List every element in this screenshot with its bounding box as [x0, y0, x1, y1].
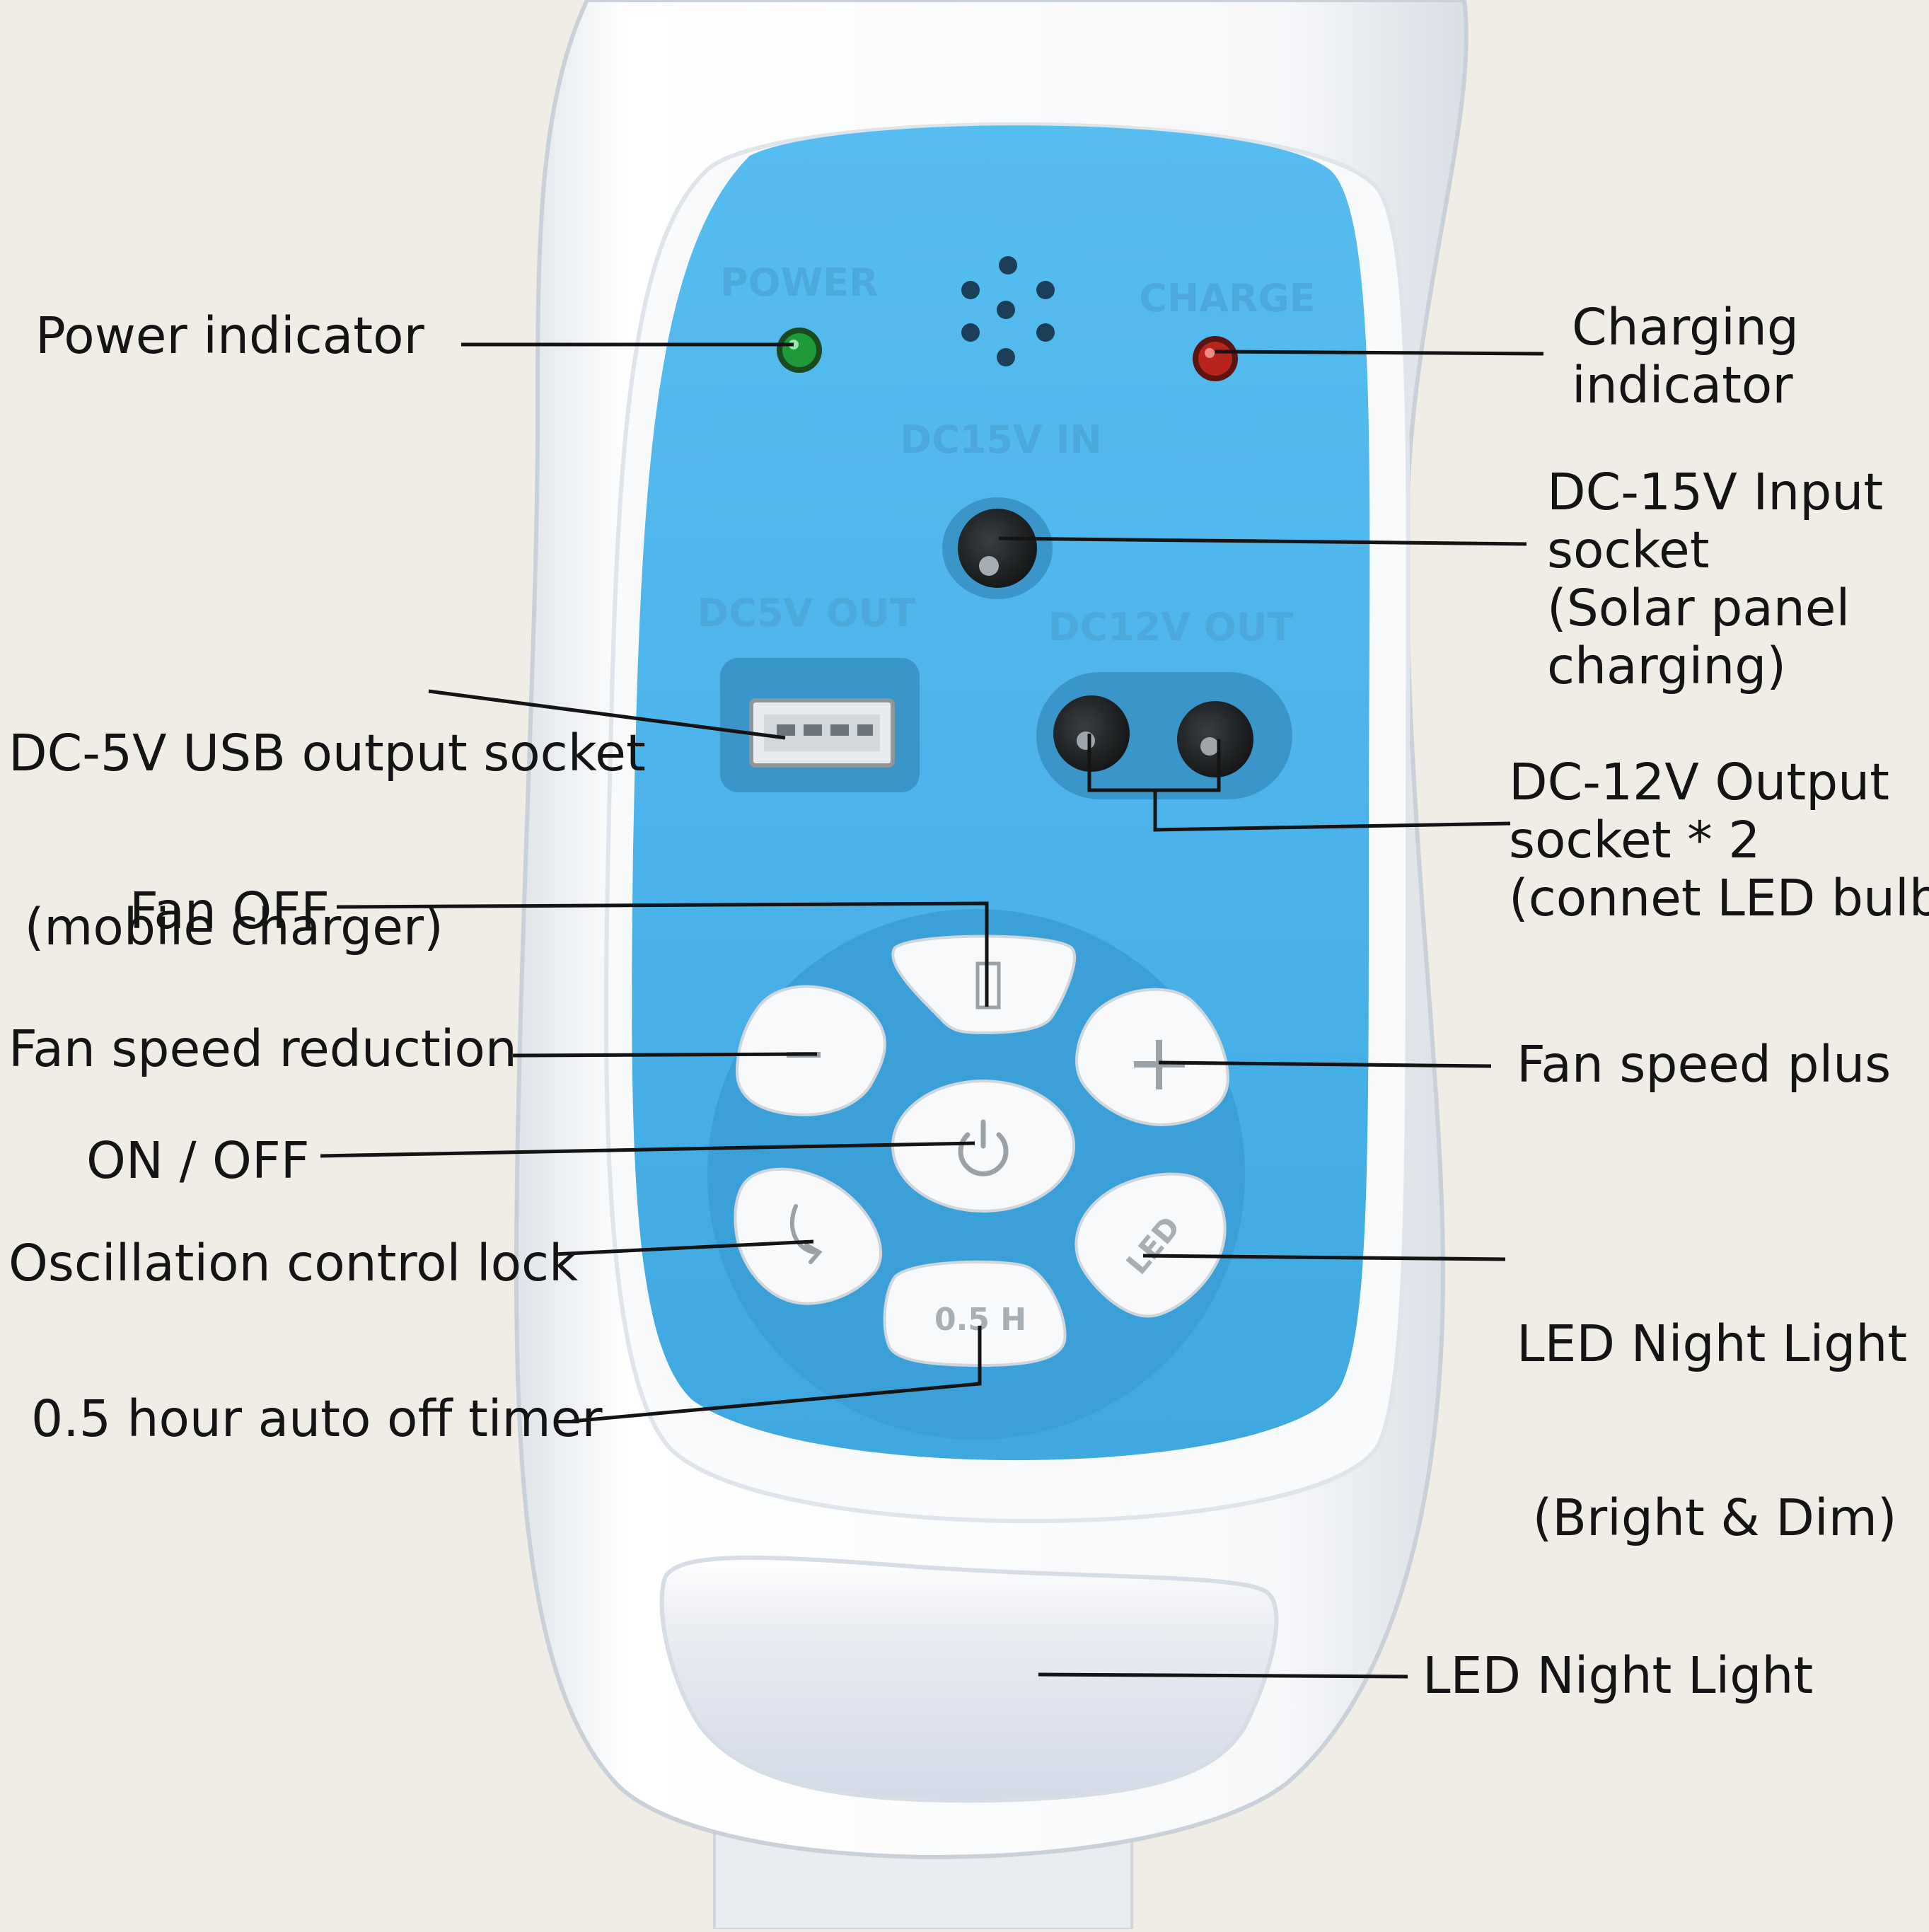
leader-dc5v-usb — [428, 689, 786, 740]
fan-speed-minus-button[interactable] — [735, 985, 886, 1116]
leader-lines — [320, 342, 1544, 1679]
label-line: socket * 2 — [1509, 811, 1761, 869]
led-night-light-button[interactable] — [1074, 1172, 1227, 1318]
dc15v-input-label: DC-15V Input socket (Solar panel chargin… — [1547, 463, 1883, 695]
fan-off-button[interactable] — [891, 935, 1077, 1035]
charge-marking: CHARGE — [1139, 276, 1315, 320]
label-line: Oscillation control lock — [8, 1234, 579, 1292]
dc5v-usb-label: DC-5V USB output socket (mobile charger) — [8, 608, 646, 1014]
fan-speed-plus-button[interactable] — [1075, 988, 1229, 1127]
on-off-label: ON / OFF — [86, 1132, 310, 1190]
label-line: DC-12V Output — [1509, 753, 1889, 811]
leader-auto-off-timer — [572, 1326, 982, 1423]
label-line: (Bright & Dim) — [1517, 1488, 1897, 1547]
label-line: Power indicator — [35, 306, 424, 365]
leader-fan-speed-plus — [1158, 1060, 1492, 1068]
label-line: (connet LED bulbs — [1509, 869, 1929, 927]
oscillation-lock-button[interactable] — [734, 1167, 882, 1305]
leader-dc15v-input — [998, 536, 1527, 546]
led-night-light — [659, 1555, 1279, 1803]
speaker-grille — [961, 256, 1055, 366]
label-line: (mobile charger) — [8, 898, 444, 956]
leader-on-off — [320, 1141, 975, 1158]
charge-led-highlight — [1205, 348, 1215, 358]
leader-led-night-light-control — [1142, 1254, 1506, 1261]
power-indicator-led — [782, 333, 816, 367]
label-line: Charging — [1572, 298, 1799, 357]
label-line: ON / OFF — [86, 1131, 310, 1190]
dc15v-in-marking: DC15V IN — [900, 417, 1101, 462]
label-line: 0.5 hour auto off timer — [31, 1389, 603, 1448]
dc15v-input-socket[interactable] — [958, 509, 1037, 588]
label-line: Fan speed reduction — [8, 1019, 517, 1078]
dc12v-out-marking: DC12V OUT — [1048, 605, 1294, 649]
leader-charging-indicator — [1215, 349, 1544, 356]
led-night-light-control-label: LED Night Light (Bright & Dim) — [1517, 1199, 1907, 1605]
rotate-arrow-icon — [789, 1204, 823, 1264]
label-line: DC-15V Input — [1547, 463, 1884, 521]
dc5v-out-marking: DC5V OUT — [697, 591, 915, 635]
led-night-light-label: LED Night Light — [1423, 1647, 1813, 1705]
dc12v-socket-1-pin — [1077, 731, 1095, 750]
label-line: (Solar panel — [1547, 579, 1850, 637]
power-indicator-label: Power indicator — [35, 307, 424, 365]
fan-speed-reduction-label: Fan speed reduction — [8, 1020, 517, 1078]
power-marking: POWER — [720, 260, 879, 305]
leader-led-night-light — [1038, 1672, 1408, 1679]
leader-fan-off — [336, 901, 989, 1007]
label-line: LED Night Light — [1517, 1314, 1908, 1373]
oscillation-lock-label: Oscillation control lock — [8, 1234, 578, 1292]
label-line: socket — [1547, 521, 1710, 579]
auto-off-timer-label: 0.5 hour auto off timer — [31, 1390, 603, 1448]
usb-contacts — [777, 724, 873, 736]
fan-off-label: Fan OFF — [129, 882, 330, 940]
leader-fan-speed-reduction — [512, 1052, 818, 1058]
label-line: Fan OFF — [129, 881, 330, 940]
label-line: charging) — [1547, 637, 1787, 695]
dc12v-output-label: DC-12V Output socket * 2 (connet LED bul… — [1509, 753, 1929, 927]
leader-dc12v-output — [1153, 790, 1511, 832]
label-line: DC-5V USB output socket — [8, 724, 646, 782]
dc15v-socket-pin — [979, 556, 999, 576]
dc12v-socket-2-pin — [1200, 737, 1219, 756]
timer-button[interactable] — [883, 1260, 1067, 1367]
fan-speed-plus-label: Fan speed plus — [1517, 1036, 1891, 1094]
label-line: LED Night Light — [1423, 1646, 1814, 1705]
leader-oscillation-lock — [553, 1239, 814, 1256]
power-icon — [958, 1119, 1009, 1176]
charging-indicator-led — [1198, 342, 1232, 376]
label-line: Fan speed plus — [1517, 1035, 1892, 1094]
label-line: indicator — [1572, 356, 1793, 415]
charging-indicator-label: Charging indicator — [1572, 299, 1799, 415]
